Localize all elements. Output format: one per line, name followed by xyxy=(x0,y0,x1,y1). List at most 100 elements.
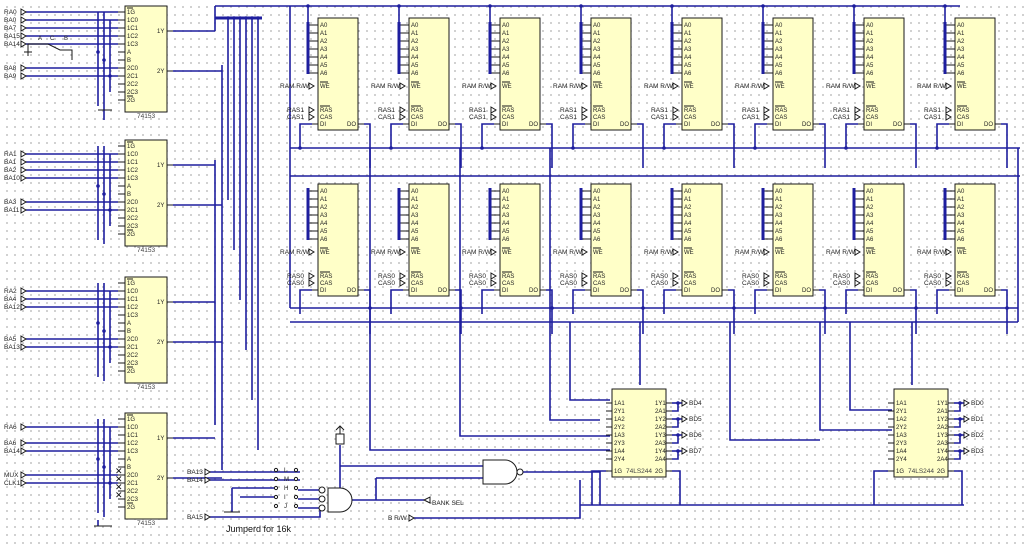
junction-dot xyxy=(761,4,765,8)
net-label: CAS0 xyxy=(378,280,395,287)
ram-pin-label: A6 xyxy=(684,71,692,77)
ram-pin-label: A0 xyxy=(957,23,965,29)
jumper-label: I xyxy=(284,495,286,501)
output-arrow-icon xyxy=(681,447,688,455)
ram-body xyxy=(954,183,996,297)
ram-pin-label: CAS xyxy=(593,115,605,121)
junction-dot xyxy=(676,449,680,453)
wire xyxy=(390,123,403,148)
net-label: RAS0 xyxy=(651,273,668,280)
mux-pin-label: 2C0 xyxy=(127,337,139,343)
input-arrow-icon xyxy=(854,113,861,121)
junction-dot xyxy=(108,345,112,349)
net-label: B R/W xyxy=(388,515,408,522)
net-label: CAS1 xyxy=(924,114,941,121)
ram-pin-label: WE xyxy=(957,250,967,256)
wire xyxy=(672,403,679,412)
input-arrow-icon xyxy=(490,279,497,287)
wire xyxy=(210,510,321,518)
mux-pin-label: 1G xyxy=(127,281,135,287)
junction-dot xyxy=(732,306,736,310)
ram-pin-label: A0 xyxy=(320,23,328,29)
input-arrow-icon xyxy=(308,279,315,287)
input-arrow-icon xyxy=(399,279,406,287)
ram-pin-label: CAS xyxy=(411,281,423,287)
net-label: BA11 xyxy=(4,207,20,214)
buffer-pin-label: 1Y1 xyxy=(655,401,666,407)
ram-pin-label: A2 xyxy=(775,205,783,211)
junction-dot xyxy=(108,74,112,78)
ram-pin-label: A2 xyxy=(320,39,328,45)
ram-pin-label: DI xyxy=(684,122,690,128)
ram-pin-label: DI xyxy=(957,122,963,128)
ram-pin-label: A5 xyxy=(957,63,965,69)
input-arrow-icon xyxy=(20,479,27,487)
buffer-body xyxy=(893,388,949,478)
ram-pin-label: A6 xyxy=(593,71,601,77)
input-arrow-icon xyxy=(20,287,27,295)
ram-pin-label: A4 xyxy=(957,221,965,227)
junction-dot xyxy=(676,433,680,437)
ram-pin-label: RAS xyxy=(866,274,878,280)
wire xyxy=(819,322,892,431)
input-arrow-icon xyxy=(945,279,952,287)
ram-pin-label: A6 xyxy=(411,237,419,243)
mux-pin-label: 2C2 xyxy=(127,353,139,359)
net-label: RAS0 xyxy=(742,273,759,280)
mux-pin-label: 1C1 xyxy=(127,26,139,32)
jumper-pin xyxy=(293,485,299,491)
wire xyxy=(364,289,371,334)
input-arrow-icon xyxy=(763,113,770,121)
ram-body xyxy=(317,183,359,297)
input-arrow-icon xyxy=(763,279,770,287)
net-label: RAM R/W xyxy=(280,83,310,90)
input-arrow-icon xyxy=(672,106,679,114)
mux-pin-label: 2G xyxy=(127,232,135,238)
wire xyxy=(572,123,585,148)
buffer-pin-label: 2Y4 xyxy=(614,457,625,463)
jumper-label: L xyxy=(284,468,288,474)
buffer-part-label: 74LS244 xyxy=(626,468,652,475)
ram-pin-label: RAS xyxy=(593,274,605,280)
wire xyxy=(637,289,644,334)
ram-pin-label: WE xyxy=(866,250,876,256)
ram-pin-label: A6 xyxy=(866,237,874,243)
ram-pin-label: A3 xyxy=(411,47,419,53)
ram-pin-label: A2 xyxy=(320,205,328,211)
net-label: RAS0 xyxy=(378,273,395,280)
ram-pin-label: A0 xyxy=(866,23,874,29)
wire xyxy=(954,470,963,505)
ram-pin-label: DI xyxy=(866,122,872,128)
ram-pin-label: DO xyxy=(438,288,447,294)
ram-body xyxy=(590,17,632,131)
net-label: BA14 xyxy=(4,448,20,455)
ram-pin-label: CAS xyxy=(684,115,696,121)
mux-pin-label: 1C3 xyxy=(127,176,139,182)
ram-pin-label: A5 xyxy=(866,229,874,235)
net-label: BA1 xyxy=(4,159,17,166)
ram-pin-label: A5 xyxy=(593,229,601,235)
ram-pin-label: A3 xyxy=(684,47,692,53)
ram-pin-label: A6 xyxy=(684,237,692,243)
junction-dot xyxy=(943,4,947,8)
net-label: BA8 xyxy=(4,65,17,72)
junction-dot xyxy=(935,146,939,150)
input-arrow-icon xyxy=(399,106,406,114)
inverter-bubble xyxy=(516,468,524,476)
mux-pin-label: 1C3 xyxy=(127,449,139,455)
net-label: RAM R/W xyxy=(917,249,947,256)
ram-pin-label: DO xyxy=(711,288,720,294)
and-gate xyxy=(327,487,353,513)
wire xyxy=(672,435,679,444)
net-label: RAM R/W xyxy=(644,83,674,90)
ram-pin-label: A6 xyxy=(957,71,965,77)
buffer-pin-label: 2G xyxy=(655,469,663,475)
input-arrow-icon xyxy=(20,343,27,351)
wire xyxy=(845,289,858,314)
buffer-part-label: 74LS244 xyxy=(908,468,934,475)
